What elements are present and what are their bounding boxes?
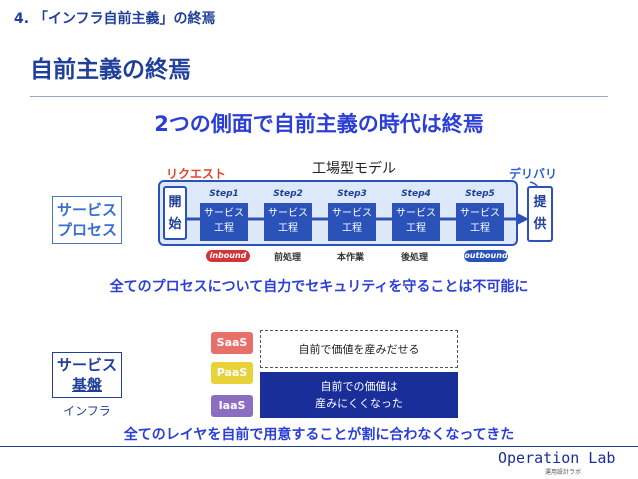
inbound-badge: inbound bbox=[206, 250, 250, 262]
service-step-box: サービス 工程 bbox=[456, 203, 504, 241]
step-text-line2: 工程 bbox=[214, 223, 234, 234]
step-text-line2: 工程 bbox=[470, 223, 490, 234]
hard-value-line2: 産みにくくなった bbox=[315, 397, 403, 410]
step-text-line1: サービス bbox=[204, 208, 244, 219]
title-divider bbox=[30, 96, 608, 97]
offer-char-1: 提 bbox=[533, 195, 547, 210]
service-base-line2: 基盤 bbox=[71, 376, 102, 394]
step-label: Step2 bbox=[273, 189, 303, 199]
process-caption: 全てのプロセスについて自力でセキュリティを守ることは不可能に bbox=[109, 279, 529, 295]
start-char-2: 始 bbox=[168, 217, 182, 232]
footer-divider bbox=[0, 446, 638, 447]
start-box: 開 始 bbox=[163, 186, 187, 240]
saas-layer-badge: SaaS bbox=[211, 332, 253, 354]
slide-subtitle: 2つの側面で自前主義の時代は終焉 bbox=[154, 112, 484, 136]
own-value-box: 自前で価値を産みだせる bbox=[260, 330, 458, 368]
step-label: Step5 bbox=[465, 189, 495, 199]
step-text-line2: 工程 bbox=[406, 223, 426, 234]
step-label: Step1 bbox=[209, 189, 239, 199]
service-step-box: サービス 工程 bbox=[264, 203, 312, 241]
service-process-line1: サービス bbox=[56, 201, 117, 219]
layer-caption: 全てのレイヤを自前で用意することが割に合わなくなってきた bbox=[123, 427, 515, 443]
slide-title: 自前主義の終焉 bbox=[30, 57, 191, 83]
service-step-box: サービス 工程 bbox=[328, 203, 376, 241]
hard-value-box: 自前での価値は 産みにくくなった bbox=[260, 372, 458, 418]
step-label: Step3 bbox=[337, 189, 367, 199]
factory-model-title: 工場型モデル bbox=[312, 161, 396, 177]
outbound-badge: outbound bbox=[464, 250, 508, 262]
service-step-box: サービス 工程 bbox=[392, 203, 440, 241]
service-process-line2: プロセス bbox=[56, 221, 117, 239]
brand-name: Operation Lab bbox=[498, 449, 616, 467]
delivery-label: デリバリ bbox=[509, 167, 558, 181]
step-text-line1: サービス bbox=[332, 208, 372, 219]
start-char-1: 開 bbox=[168, 195, 182, 210]
offer-box: 提 供 bbox=[527, 186, 553, 242]
service-process-label: サービス プロセス bbox=[52, 196, 122, 244]
step-text-line2: 工程 bbox=[342, 223, 362, 234]
service-base-label: サービス 基盤 bbox=[52, 352, 122, 398]
step-text-line2: 工程 bbox=[278, 223, 298, 234]
service-base-line1: サービス bbox=[56, 356, 117, 374]
phase-label-main: 本作業 bbox=[337, 253, 365, 263]
hard-value-line1: 自前での価値は bbox=[320, 380, 398, 393]
phase-label-post: 後処理 bbox=[401, 253, 429, 263]
phase-label-pre: 前処理 bbox=[274, 253, 302, 263]
offer-char-2: 供 bbox=[533, 217, 547, 232]
step-text-line1: サービス bbox=[460, 208, 500, 219]
step-text-line1: サービス bbox=[396, 208, 436, 219]
step-text-line1: サービス bbox=[268, 208, 308, 219]
infrastructure-label: インフラ bbox=[63, 404, 111, 418]
request-label: リクエスト bbox=[166, 167, 227, 181]
service-step-box: サービス 工程 bbox=[200, 203, 248, 241]
iaas-layer-badge: IaaS bbox=[211, 395, 253, 417]
paas-layer-badge: PaaS bbox=[211, 362, 253, 384]
step-label: Step4 bbox=[401, 189, 431, 199]
section-heading: 4. 「インフラ自前主義」の終焉 bbox=[14, 11, 216, 27]
brand-subtitle: 運用設計ラボ bbox=[545, 469, 582, 476]
